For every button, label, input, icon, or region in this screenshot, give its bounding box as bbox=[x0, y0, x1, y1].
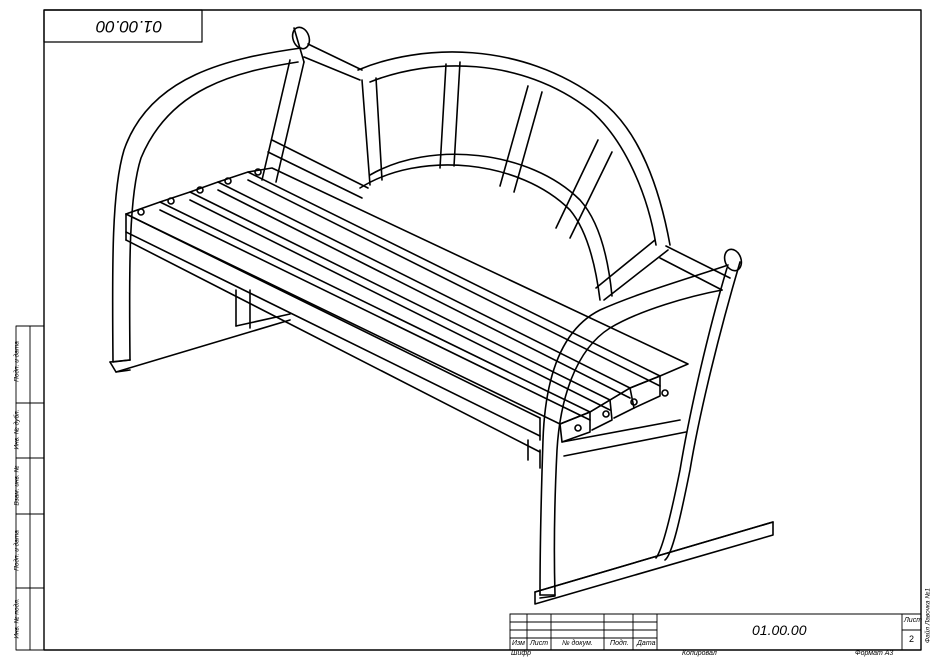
title-block-header-date: Дата bbox=[637, 640, 656, 647]
side-stamp-label-sign-date-1: Подп. и дата bbox=[13, 341, 21, 382]
title-block-header-rev: Изм bbox=[512, 640, 525, 647]
corner-stamp-box bbox=[43, 9, 203, 43]
title-block-header-sign: Подп. bbox=[610, 640, 629, 647]
title-block-sheet-label: Лист bbox=[904, 617, 923, 624]
side-stamp-grid bbox=[15, 325, 45, 651]
title-block-designation: 01.00.00 bbox=[752, 622, 807, 638]
side-stamp-label-orig-inv: Инв. № подл. bbox=[13, 598, 21, 639]
title-block-header-doc-no: № докум. bbox=[562, 640, 593, 647]
title-block-sheet-number: 2 bbox=[909, 634, 915, 644]
side-stamp-label-dup-inv: Инв. № дубл. bbox=[13, 409, 21, 450]
side-stamp-label-replace-inv: Взам. инв. № bbox=[13, 465, 21, 506]
footer-format: Формат А3 bbox=[855, 650, 894, 657]
file-note: Файл Лавочка №1 bbox=[924, 587, 932, 644]
title-block-header-sheet: Лист bbox=[530, 640, 549, 647]
corner-stamp-text: 01.00.00 bbox=[96, 17, 163, 36]
footer-copied: Копировал bbox=[682, 650, 717, 657]
side-stamp-label-sign-date-2: Подп. и дата bbox=[13, 530, 21, 571]
outer-frame bbox=[43, 9, 922, 651]
bench-drawing bbox=[109, 26, 774, 605]
footer-cipher: Шифр bbox=[511, 650, 532, 657]
title-block-grid bbox=[509, 613, 922, 651]
